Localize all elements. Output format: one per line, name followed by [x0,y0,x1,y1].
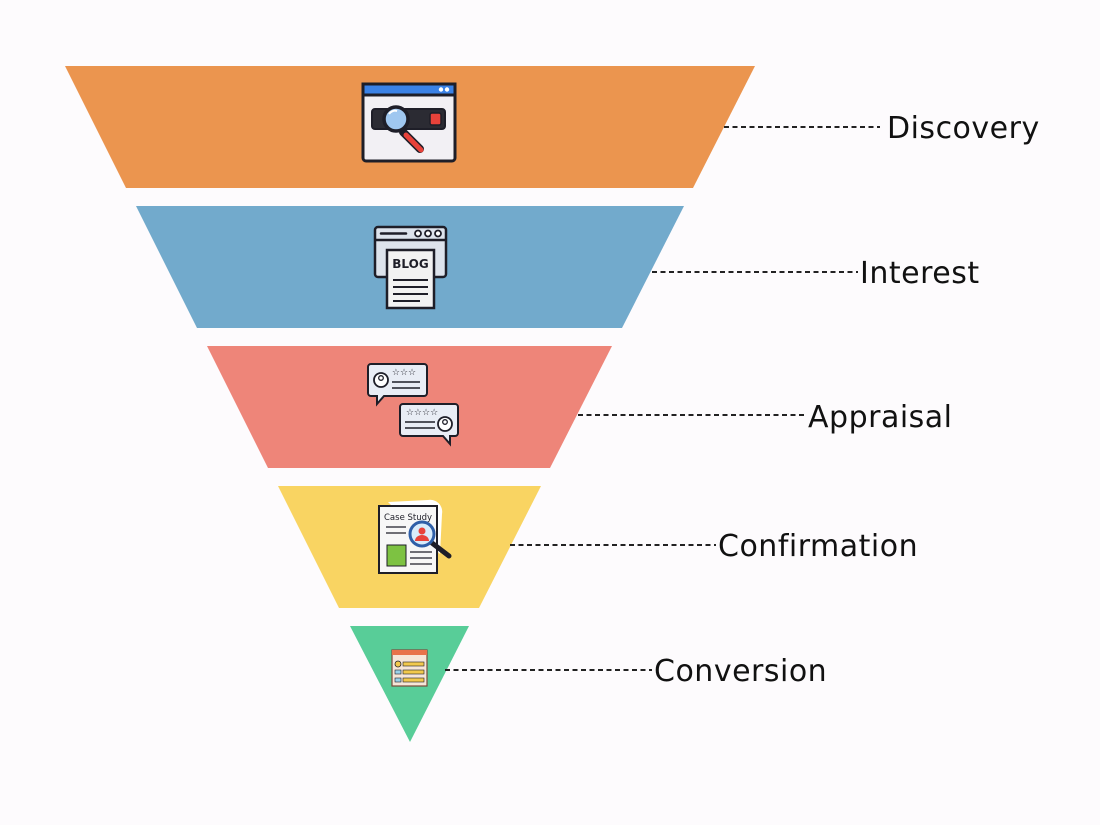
blog-icon-text: BLOG [392,257,428,271]
signup-form-icon [391,649,428,687]
svg-text:☆☆☆: ☆☆☆ [392,368,416,378]
funnel-stage-discovery: Discovery [65,66,1040,188]
svg-text:☆☆☆☆: ☆☆☆☆ [406,408,438,418]
stage-label-interest: Interest [860,256,980,291]
customer-reviews-icon: ☆☆☆ ☆☆☆☆ [367,363,459,447]
funnel-stage-appraisal: ☆☆☆ ☆☆☆☆ Appraisal [207,346,953,468]
case-study-icon-text: Case Study [384,513,432,523]
funnel-stage-conversion: Conversion [350,626,827,742]
stage-label-confirmation: Confirmation [718,529,918,564]
stage-label-appraisal: Appraisal [808,400,953,435]
search-webpage-icon [361,82,457,163]
stage-label-conversion: Conversion [654,654,827,689]
blog-article-icon: BLOG [373,225,448,310]
case-study-icon: Case Study [378,499,452,574]
stage-label-discovery: Discovery [887,111,1040,146]
funnel-stage-confirmation: Case Study Confirmation [278,486,918,608]
funnel-stage-interest: BLOG Interest [136,206,980,328]
